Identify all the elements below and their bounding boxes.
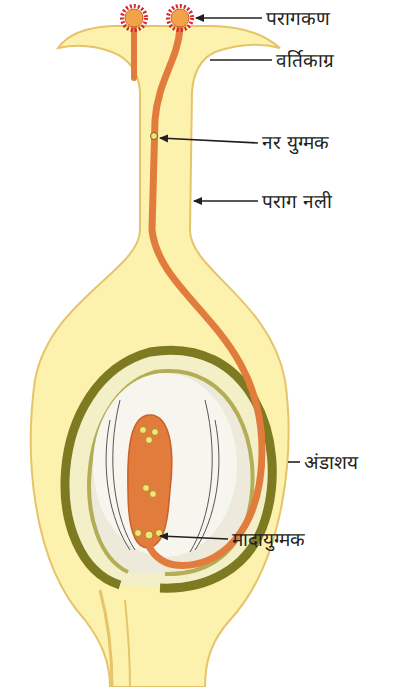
part-label: परागकण [266, 7, 330, 30]
part-label: मादायुग्मक [232, 528, 305, 551]
part-label: पराग नली [262, 190, 332, 213]
part-label: वर्तिकाग्र [276, 49, 334, 72]
part-label: अंडाशय [304, 451, 358, 474]
part-label: नर युग्मक [262, 131, 329, 154]
